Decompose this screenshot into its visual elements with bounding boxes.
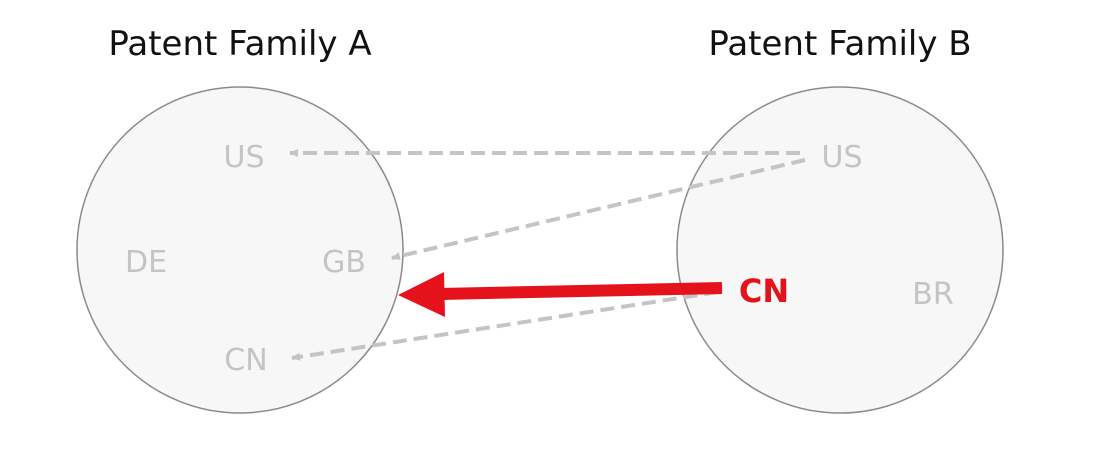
family-a-country-us: US [223, 140, 264, 175]
highlight-arrowhead [398, 272, 445, 317]
family-b-circle [676, 86, 1004, 414]
family-b-title: Patent Family B [708, 24, 971, 64]
family-a-title: Patent Family A [108, 24, 371, 64]
family-b-country-cn: CN [739, 272, 789, 310]
family-b-country-br: BR [912, 277, 953, 312]
link-b-us-to-a-gb [391, 158, 806, 261]
family-a-country-gb: GB [322, 245, 366, 280]
link-b-cn-to-a-highlight [439, 282, 723, 300]
link-b-cn-to-a-cn [291, 290, 719, 361]
family-a-circle [76, 86, 404, 414]
family-a-country-cn: CN [224, 343, 267, 378]
family-b-country-us: US [821, 140, 862, 175]
family-a-country-de: DE [125, 245, 167, 280]
